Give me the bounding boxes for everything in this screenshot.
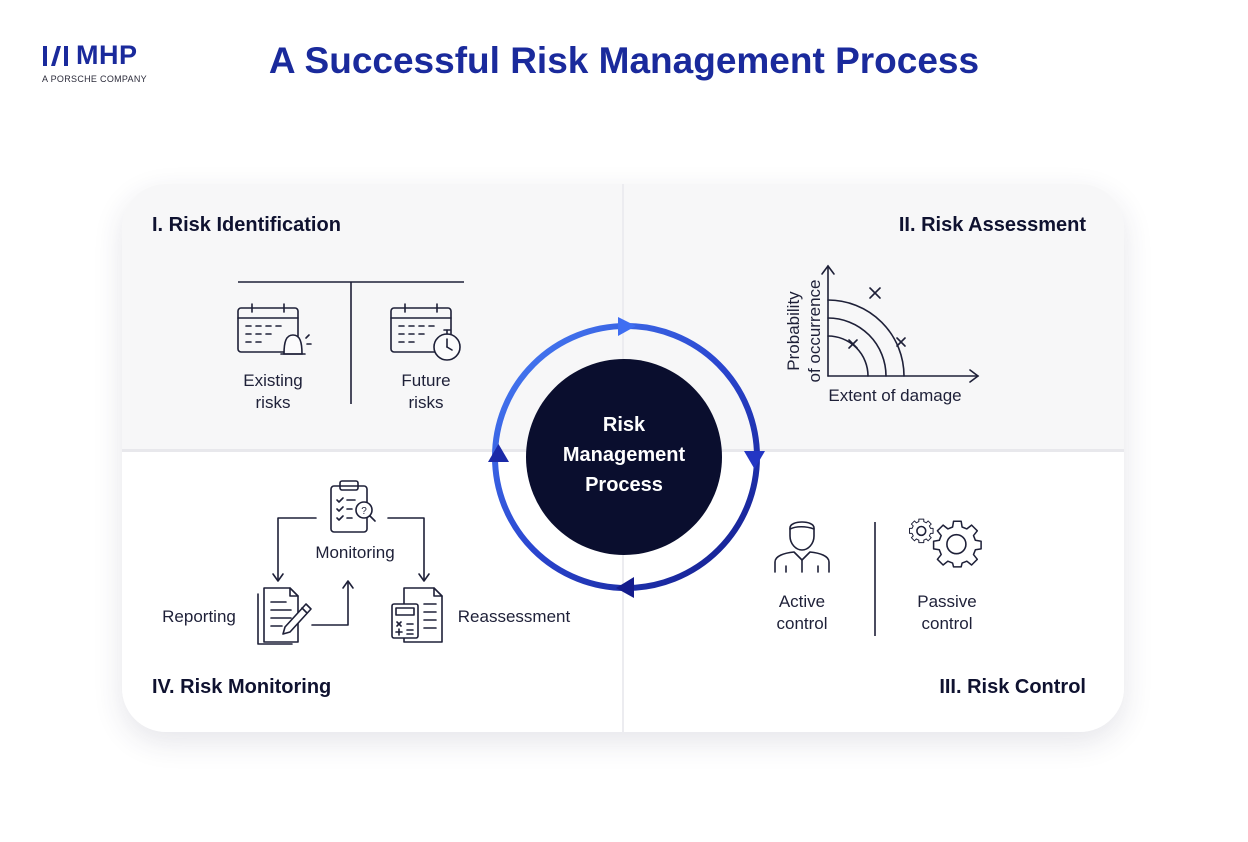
logo: MHP A PORSCHE COMPANY (42, 40, 147, 85)
control-title: III. Risk Control (939, 676, 1086, 698)
center-label-line2: Management (562, 444, 686, 466)
document-pen-icon (257, 587, 312, 645)
passive-control-line2: control (921, 614, 973, 633)
existing-risks-line2: risks (255, 393, 291, 412)
y-axis-label-line2: of occurrence (805, 279, 824, 383)
passive-control-line1: Passive (917, 592, 977, 611)
x-axis-label: Extent of damage (828, 386, 962, 405)
center-label: Risk Management Process (526, 410, 722, 500)
ring-arrow-top (618, 317, 636, 336)
control-divider (874, 522, 876, 636)
gears-icon (909, 518, 982, 568)
future-risks-line1: Future (401, 371, 451, 390)
process-cycle-ring (488, 317, 765, 598)
identification-title: I. Risk Identification (152, 214, 341, 236)
process-card (122, 184, 1124, 732)
quadrant-identification (122, 184, 622, 450)
center-label-line1: Risk (602, 414, 646, 436)
mhp-logo-icon (43, 45, 68, 66)
calendar-alarm-icon (237, 303, 312, 355)
ring-arrow-bottom (616, 577, 634, 598)
person-icon (774, 521, 830, 573)
y-axis-label: Probability of occurrence (783, 261, 825, 401)
calendar-stopwatch-icon (390, 303, 461, 361)
svg-text:?: ? (361, 506, 367, 517)
ring-arrow-right (744, 451, 765, 469)
ring-arrow-left (488, 444, 509, 462)
logo-name: MHP (76, 40, 138, 70)
y-axis-label-line1: Probability (784, 291, 803, 371)
passive-control-label: Passive control (897, 591, 997, 635)
center-label-line3: Process (585, 474, 663, 496)
identification-divider (238, 281, 464, 404)
center-circle (526, 359, 722, 555)
reassessment-label: Reassessment (457, 607, 571, 626)
active-control-label: Active control (752, 591, 852, 635)
logo-tagline: A PORSCHE COMPANY (42, 74, 147, 84)
monitoring-flow-arrows (272, 517, 430, 626)
assessment-title: II. Risk Assessment (898, 214, 1086, 236)
future-risks-line2: risks (408, 393, 444, 412)
page-title: A Successful Risk Management Process (268, 40, 980, 81)
reporting-label: Reporting (162, 607, 236, 626)
document-calculator-icon (391, 587, 443, 643)
monitoring-title: IV. Risk Monitoring (152, 676, 332, 698)
existing-risks-line1: Existing (243, 371, 303, 390)
existing-risks-label: Existing risks (223, 370, 323, 414)
future-risks-label: Future risks (376, 370, 476, 414)
monitoring-label: Monitoring (315, 543, 395, 562)
active-control-line1: Active (778, 592, 826, 611)
clipboard-search-icon: ? (330, 480, 376, 533)
risk-matrix-chart (821, 264, 980, 383)
active-control-line2: control (776, 614, 828, 633)
